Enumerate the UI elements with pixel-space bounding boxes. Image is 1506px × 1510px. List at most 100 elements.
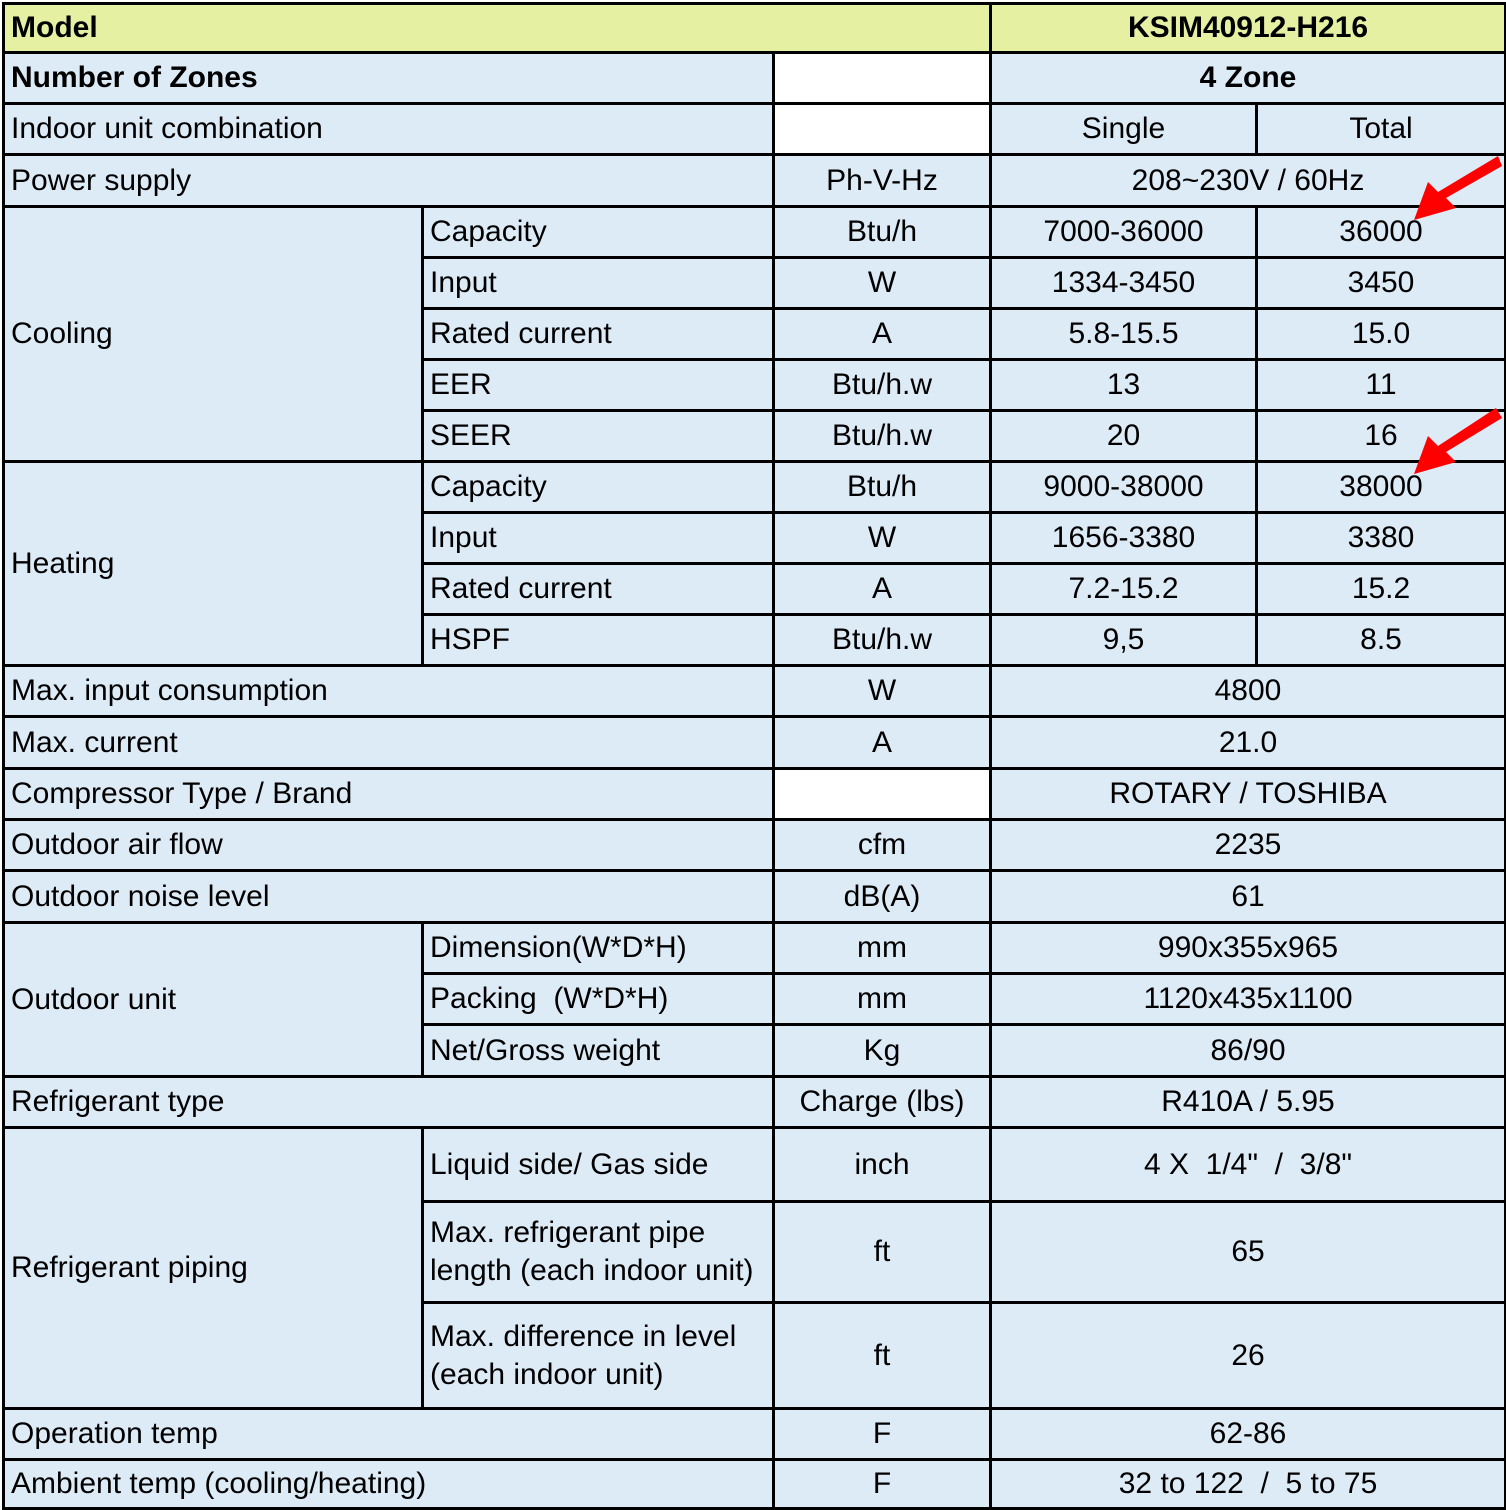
operation-temp-unit: F [772,1407,992,1461]
piping-liquid-gas-row: Refrigerant piping Liquid side/ Gas side… [2,1126,1506,1410]
max-current-label: Max. current [2,715,775,770]
heating-hspf-unit: Btu/h.w [772,613,992,667]
noise-label: Outdoor noise level [2,869,775,924]
max-input-row: Max. input consumption W 4800 [2,664,1506,718]
heating-input-label: Input [421,511,775,565]
piping-length-value: 65 [988,1200,1506,1304]
cooling-eer-label: EER [421,358,775,412]
noise-row: Outdoor noise level dB(A) 61 [2,869,1506,924]
piping-liquid-gas-unit: inch [772,1126,992,1203]
heating-capacity-total: 38000 [1254,460,1506,514]
operation-temp-value: 62-86 [988,1407,1506,1461]
zones-unit [772,51,992,105]
power-unit: Ph-V-Hz [772,153,992,208]
piping-length-unit: ft [772,1200,992,1304]
operation-temp-row: Operation temp F 62-86 [2,1407,1506,1461]
max-input-label: Max. input consumption [2,664,775,718]
cooling-input-label: Input [421,256,775,310]
cooling-seer-total: 16 [1254,409,1506,463]
zones-value: 4 Zone [988,51,1506,105]
cooling-current-single: 5.8-15.5 [989,307,1258,361]
heating-hspf-label: HSPF [421,613,775,667]
outdoor-packing-label: Packing (W*D*H) [421,972,775,1026]
heating-input-unit: W [772,511,992,565]
outdoor-dimension-row: Outdoor unit Dimension(W*D*H) mm 990x355… [2,921,1506,1078]
outdoor-weight-value: 86/90 [988,1023,1506,1078]
heating-capacity-unit: Btu/h [772,460,992,514]
heating-current-total: 15.2 [1254,562,1506,616]
heating-input-row: Input W 1656-3380 3380 [4,511,1506,565]
air-flow-value: 2235 [988,818,1506,872]
outdoor-dimension-unit: mm [772,921,992,975]
piping-level-row: Max. difference in level (each indoor un… [4,1301,1506,1410]
cooling-capacity-unit: Btu/h [772,205,992,259]
max-input-unit: W [772,664,992,718]
outdoor-dimension-value: 990x355x965 [988,921,1506,975]
piping-liquid-gas-value: 4 X 1/4" / 3/8" [988,1126,1506,1203]
refrigerant-unit: Charge (lbs) [772,1075,992,1129]
cooling-eer-row: EER Btu/h.w 13 11 [4,358,1506,412]
piping-label: Refrigerant piping [2,1126,424,1410]
cooling-input-unit: W [772,256,992,310]
cooling-eer-unit: Btu/h.w [772,358,992,412]
refrigerant-row: Refrigerant type Charge (lbs) R410A / 5.… [2,1075,1506,1129]
piping-length-label: Max. refrigerant pipe length (each indoo… [421,1200,775,1304]
outdoor-packing-value: 1120x435x1100 [988,972,1506,1026]
refrigerant-value: R410A / 5.95 [988,1075,1506,1129]
piping-liquid-gas-label: Liquid side/ Gas side [421,1126,775,1203]
heating-hspf-row: HSPF Btu/h.w 9,5 8.5 [4,613,1506,667]
noise-unit: dB(A) [772,869,992,924]
cooling-capacity-row: Cooling Capacity Btu/h 7000-36000 36000 [2,205,1506,463]
model-label: Model [2,2,992,54]
cooling-seer-single: 20 [989,409,1258,463]
cooling-eer-single: 13 [989,358,1258,412]
power-label: Power supply [2,153,775,208]
compressor-value: ROTARY / TOSHIBA [988,767,1506,821]
heating-current-unit: A [772,562,992,616]
heating-current-row: Rated current A 7.2-15.2 15.2 [4,562,1506,616]
heating-label: Heating [2,460,424,667]
cooling-current-unit: A [772,307,992,361]
zones-row: Number of Zones 4 Zone [2,51,1506,105]
cooling-seer-unit: Btu/h.w [772,409,992,463]
compressor-label: Compressor Type / Brand [2,767,775,821]
heating-capacity-label: Capacity [421,460,775,514]
operation-temp-label: Operation temp [2,1407,775,1461]
outdoor-weight-unit: Kg [772,1023,992,1078]
outdoor-dimension-label: Dimension(W*D*H) [421,921,775,975]
outdoor-unit-label: Outdoor unit [2,921,424,1078]
ambient-temp-unit: F [772,1458,992,1510]
heating-hspf-single: 9,5 [989,613,1258,667]
cooling-capacity-label: Capacity [421,205,775,259]
max-current-value: 21.0 [988,715,1506,770]
red-arrow-icon [1414,156,1502,220]
combination-total: Total [1254,102,1506,156]
red-arrow-icon [1414,408,1502,474]
cooling-label: Cooling [2,205,424,463]
outdoor-weight-row: Net/Gross weight Kg 86/90 [4,1023,1506,1078]
air-flow-row: Outdoor air flow cfm 2235 [2,818,1506,872]
ambient-temp-row: Ambient temp (cooling/heating) F 32 to 1… [2,1458,1506,1510]
heating-hspf-total: 8.5 [1254,613,1506,667]
cooling-eer-total: 11 [1254,358,1506,412]
cooling-input-total: 3450 [1254,256,1506,310]
cooling-seer-label: SEER [421,409,775,463]
arrow-shape [1414,156,1502,220]
max-current-unit: A [772,715,992,770]
ambient-temp-value: 32 to 122 / 5 to 75 [988,1458,1506,1510]
heating-capacity-single: 9000-38000 [989,460,1258,514]
refrigerant-label: Refrigerant type [2,1075,775,1129]
combination-row: Indoor unit combination Single Total [2,102,1506,156]
combination-single: Single [989,102,1258,156]
compressor-unit [772,767,992,821]
arrow-shape [1414,408,1502,474]
combination-label: Indoor unit combination [2,102,775,156]
piping-length-row: Max. refrigerant pipe length (each indoo… [4,1200,1506,1304]
heating-current-label: Rated current [421,562,775,616]
piping-level-label: Max. difference in level (each indoor un… [421,1301,775,1410]
cooling-capacity-total: 36000 [1254,205,1506,259]
heating-current-single: 7.2-15.2 [989,562,1258,616]
cooling-current-row: Rated current A 5.8-15.5 15.0 [4,307,1506,361]
air-flow-unit: cfm [772,818,992,872]
